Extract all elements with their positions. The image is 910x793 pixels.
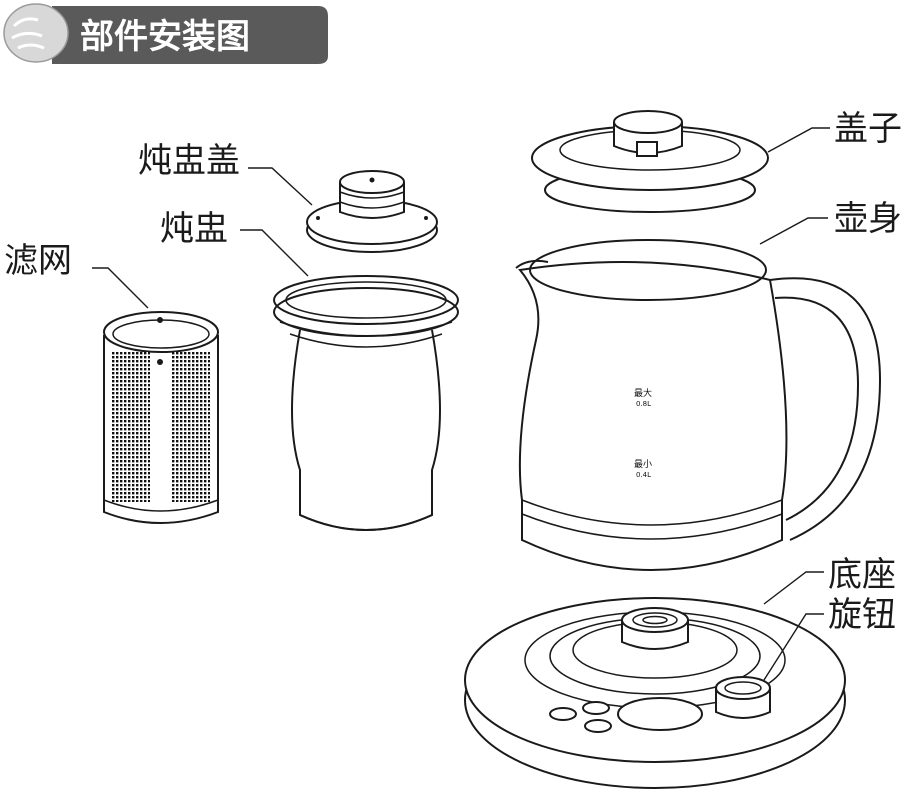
max-volume: 0.8L <box>636 400 651 408</box>
label-lid: 盖子 <box>834 109 902 149</box>
base-part <box>464 597 846 789</box>
kettle-body-part: 最大 0.8L 最小 0.4L <box>515 239 882 571</box>
label-filter: 滤网 <box>4 241 72 281</box>
page-title: 部件安装图 <box>80 17 250 57</box>
stew-pot-part <box>273 275 459 531</box>
max-mark-text: 最大 <box>634 387 652 399</box>
filter-part <box>103 311 219 524</box>
knob-part <box>715 676 771 719</box>
min-volume: 0.4L <box>636 471 651 479</box>
label-stew-lid: 炖盅盖 <box>138 141 240 181</box>
min-mark-text: 最小 <box>634 459 652 470</box>
leader-lines <box>92 127 830 681</box>
kettle-lid-part <box>531 110 769 213</box>
label-body: 壶身 <box>834 199 902 239</box>
stew-lid-part <box>306 170 438 253</box>
label-base: 底座 <box>828 555 896 595</box>
label-knob: 旋钮 <box>828 595 896 635</box>
label-stew-pot: 炖盅 <box>160 209 228 249</box>
header-banner: 部件安装图 <box>3 3 328 64</box>
